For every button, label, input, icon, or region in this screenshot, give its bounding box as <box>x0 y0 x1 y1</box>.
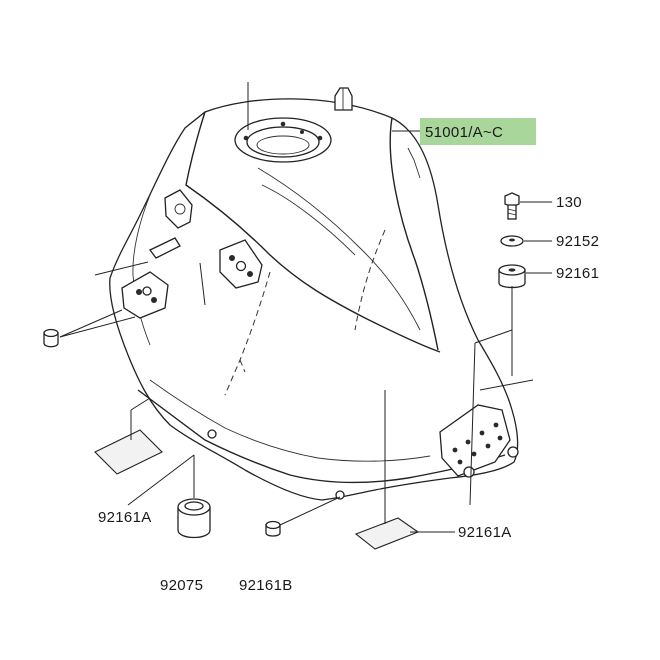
label-washer: 92152 <box>556 233 599 250</box>
label-highlight <box>420 118 536 145</box>
tank-bottom-flange <box>137 389 506 484</box>
label-pad-left: 92161A <box>98 509 152 526</box>
breather-nipple <box>334 87 353 111</box>
tank-front-edge <box>389 117 439 351</box>
rear-mount-hole <box>463 466 475 478</box>
filler-bolt <box>317 135 323 141</box>
washer-92152 <box>500 235 524 247</box>
flange-hole <box>207 429 217 439</box>
rear-mount-hole <box>507 446 519 458</box>
tank-top-ridge <box>185 111 441 353</box>
damper-92161 <box>498 264 526 289</box>
label-damper-small: 92161B <box>239 577 293 594</box>
damper-92161b <box>265 520 281 537</box>
tank-side-contour <box>257 167 421 331</box>
filler-cap <box>256 135 310 155</box>
bolt-130 <box>504 192 520 220</box>
upper-bracket <box>164 189 193 229</box>
label-fuel-tank: 51001/A~C <box>425 124 503 141</box>
part-labels: 51001/A~C 130 92152 92161 92161A 92161A … <box>98 118 599 594</box>
hose-fitting <box>149 237 181 259</box>
damper-left <box>43 328 59 348</box>
tank-side-contour <box>261 184 356 256</box>
label-damper-large: 92075 <box>160 577 203 594</box>
label-damper-top: 92161 <box>556 265 599 282</box>
filler-bolt <box>280 121 286 127</box>
label-bolt: 130 <box>556 194 582 211</box>
filler-bolt <box>300 130 304 134</box>
tank-knee-recess <box>132 194 151 346</box>
rear-mount-plate <box>439 404 511 477</box>
filler-ring-inner <box>246 126 320 158</box>
filler-bolt <box>243 135 249 141</box>
pad-92161a-left <box>94 429 163 475</box>
pad-92161a-right <box>354 517 420 550</box>
damper-92075 <box>177 498 211 539</box>
label-pad-right: 92161A <box>458 524 512 541</box>
fuel-tank <box>109 87 519 501</box>
phantom-outlines <box>224 229 386 396</box>
tank-bottom-flange-inner <box>149 379 431 462</box>
flange-hole <box>335 490 345 500</box>
leader-lines <box>59 82 552 533</box>
rear-mount-holes <box>452 422 503 465</box>
